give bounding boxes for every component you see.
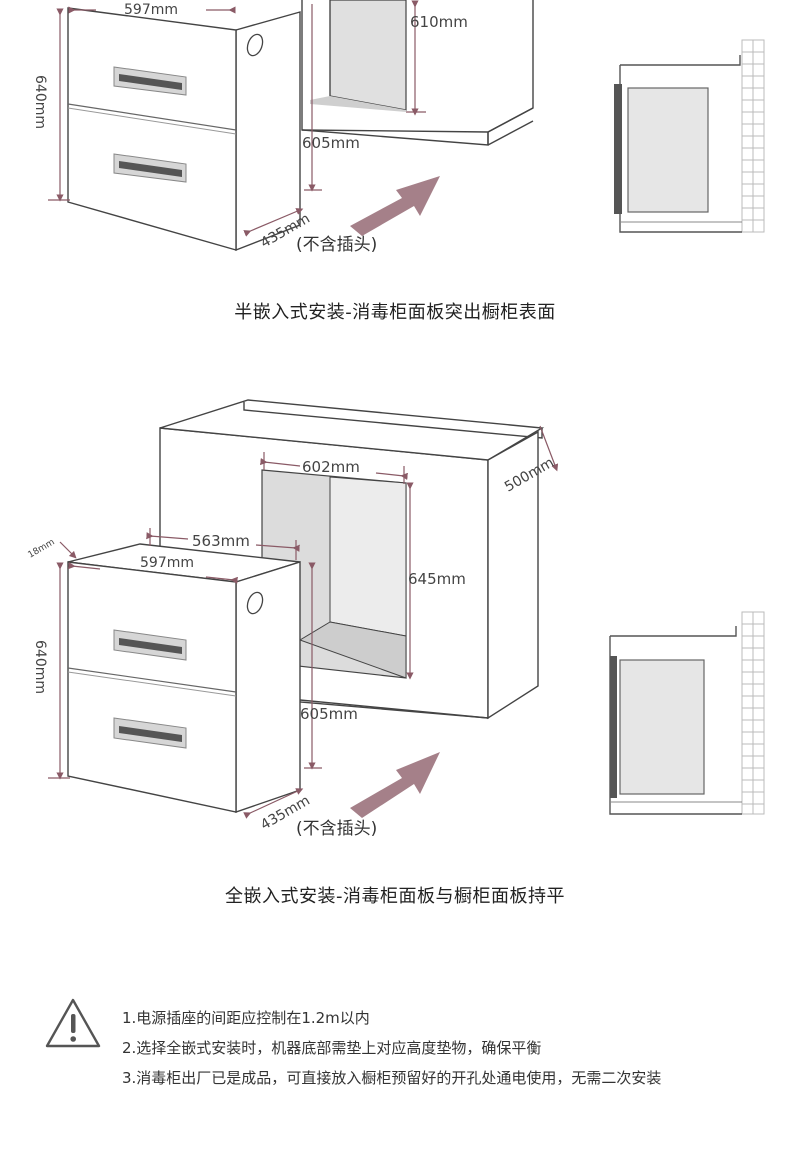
label-no-plug: (不含插头)	[296, 819, 377, 839]
warning-icon	[45, 998, 101, 1048]
caption-fully-embedded: 全嵌入式安装-消毒柜面板与橱柜面板持平	[225, 886, 565, 907]
cabinet-body	[301, 0, 534, 146]
dimension-lines	[48, 425, 559, 819]
wall-bricks	[741, 611, 765, 815]
label-18mm: 18mm	[27, 537, 57, 560]
note-3: 3.消毒柜出厂已是成品，可直接放入橱柜预留好的开孔处通电使用，无需二次安装	[122, 1069, 662, 1087]
label-605mm: 605mm	[302, 134, 360, 152]
sterilizer-unit	[67, 7, 301, 252]
label-597mm: 597mm	[124, 2, 178, 18]
label-602mm: 602mm	[302, 458, 360, 476]
label-597mm: 597mm	[140, 555, 194, 571]
label-563mm: 563mm	[192, 532, 250, 550]
label-645mm: 645mm	[408, 570, 466, 588]
label-610mm: 610mm	[410, 13, 468, 31]
label-640mm: 640mm	[32, 640, 48, 694]
fully-embedded-diagram: 602mm 500mm 563mm 18mm 597mm 645mm 640mm…	[27, 399, 765, 839]
installation-notes: 1.电源插座的间距应控制在1.2m以内 2.选择全嵌式安装时，机器底部需垫上对应…	[122, 1004, 782, 1094]
label-605mm: 605mm	[300, 705, 358, 723]
insert-arrow	[350, 176, 440, 236]
note-2: 2.选择全嵌式安装时，机器底部需垫上对应高度垫物，确保平衡	[122, 1039, 542, 1057]
wall-bricks	[741, 39, 765, 233]
insert-arrow	[350, 752, 440, 818]
dimension-lines	[48, 0, 426, 237]
caption-semi-embedded: 半嵌入式安装-消毒柜面板突出橱柜表面	[234, 302, 556, 323]
label-640mm: 640mm	[32, 75, 48, 129]
label-no-plug: (不含插头)	[296, 235, 377, 255]
sterilizer-unit	[67, 543, 301, 813]
note-1: 1.电源插座的间距应控制在1.2m以内	[122, 1009, 370, 1027]
side-view-diagram	[614, 39, 765, 233]
side-view-diagram	[609, 611, 765, 815]
cabinet-cavity	[310, 0, 407, 112]
semi-embedded-diagram: 597mm 640mm 610mm 605mm 435mm (不含插头)	[32, 0, 765, 255]
